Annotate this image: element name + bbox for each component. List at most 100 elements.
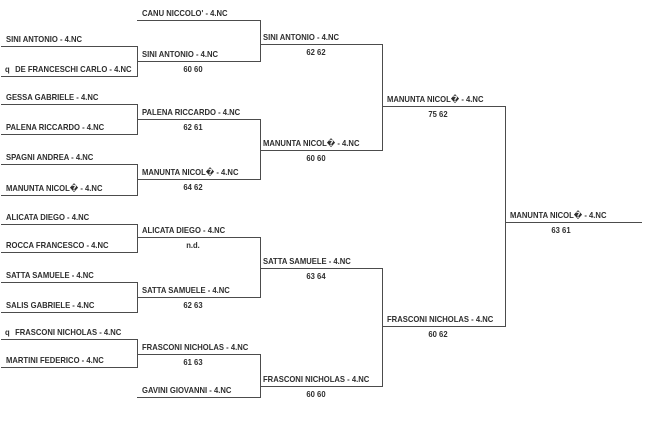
player-name: FRASCONI NICHOLAS - 4.NC: [142, 342, 249, 352]
bracket-line: [137, 237, 260, 238]
bracket-line: [1, 339, 138, 340]
bracket-line: [1, 367, 138, 368]
bracket-line: [1, 195, 138, 196]
r3-entry: MANUNTA NICOL� - 4.NC: [263, 138, 359, 149]
bracket-line: [137, 397, 260, 398]
match-score: 60 60: [183, 64, 203, 74]
player-name: PALENA RICCARDO - 4.NC: [6, 122, 105, 132]
seed-label: q: [5, 64, 10, 74]
r2-entry: CANU NICCOLO' - 4.NC: [142, 8, 228, 19]
r1-player: MARTINI FEDERICO - 4.NC: [6, 355, 104, 366]
bracket-line: [260, 268, 382, 269]
connector-line: [382, 268, 383, 387]
connector-line: [260, 119, 261, 180]
player-name: SALIS GABRIELE - 4.NC: [6, 300, 95, 310]
bracket-line: [137, 20, 260, 21]
player-name: MANUNTA NICOL� - 4.NC: [510, 210, 607, 220]
connector-line: [137, 224, 138, 253]
bracket-line: [505, 222, 642, 223]
r2-entry: SATTA SAMUELE - 4.NC: [142, 285, 230, 296]
connector-line: [260, 237, 261, 298]
player-name: FRASCONI NICHOLAS - 4.NC: [15, 327, 122, 337]
r4-entry: FRASCONI NICHOLAS - 4.NC: [387, 314, 493, 325]
player-name: ROCCA FRANCESCO - 4.NC: [6, 240, 109, 250]
bracket-line: [1, 134, 138, 135]
r2-entry: SINI ANTONIO - 4.NC: [142, 49, 218, 60]
r1-player: q FRASCONI NICHOLAS - 4.NC: [5, 327, 121, 338]
bracket-line: [137, 61, 260, 62]
match-score: 62 62: [306, 47, 326, 57]
player-name: SINI ANTONIO - 4.NC: [6, 34, 83, 44]
bracket-line: [137, 119, 260, 120]
player-name: FRASCONI NICHOLAS - 4.NC: [263, 374, 370, 384]
player-name: SPAGNI ANDREA - 4.NC: [6, 152, 94, 162]
match-score: 64 62: [183, 182, 203, 192]
player-name: MANUNTA NICOL� - 4.NC: [387, 94, 484, 104]
player-name: SATTA SAMUELE - 4.NC: [142, 285, 230, 295]
bracket-line: [1, 76, 138, 77]
bracket-line: [382, 106, 505, 107]
bracket-line: [1, 164, 138, 165]
connector-line: [260, 354, 261, 398]
r3-entry: SINI ANTONIO - 4.NC: [263, 32, 339, 43]
match-score: 61 63: [183, 357, 203, 367]
match-score: 60 60: [306, 153, 326, 163]
connector-line: [260, 20, 261, 62]
match-score: n.d.: [186, 240, 200, 250]
player-name: ALICATA DIEGO - 4.NC: [142, 225, 226, 235]
r2-entry: ALICATA DIEGO - 4.NC: [142, 225, 225, 236]
match-score: 75 62: [428, 109, 448, 119]
bracket-line: [1, 46, 138, 47]
r1-player: SALIS GABRIELE - 4.NC: [6, 300, 94, 311]
r2-entry: MANUNTA NICOL� - 4.NC: [142, 167, 238, 178]
r1-player: ALICATA DIEGO - 4.NC: [6, 212, 89, 223]
match-score: 63 61: [551, 225, 571, 235]
r2-entry: GAVINI GIOVANNI - 4.NC: [142, 385, 231, 396]
seed-label: q: [5, 327, 10, 337]
r1-player: PALENA RICCARDO - 4.NC: [6, 122, 104, 133]
bracket-line: [260, 150, 382, 151]
bracket-line: [137, 179, 260, 180]
champion-entry: MANUNTA NICOL� - 4.NC: [510, 210, 606, 221]
r1-player: ROCCA FRANCESCO - 4.NC: [6, 240, 109, 251]
r3-entry: FRASCONI NICHOLAS - 4.NC: [263, 374, 369, 385]
player-name: SATTA SAMUELE - 4.NC: [6, 270, 94, 280]
r1-player: SINI ANTONIO - 4.NC: [6, 34, 82, 45]
connector-line: [137, 164, 138, 196]
player-name: FRASCONI NICHOLAS - 4.NC: [387, 314, 494, 324]
match-score: 60 62: [428, 329, 448, 339]
r4-entry: MANUNTA NICOL� - 4.NC: [387, 94, 483, 105]
player-name: ALICATA DIEGO - 4.NC: [6, 212, 90, 222]
bracket-line: [260, 44, 382, 45]
player-name: CANU NICCOLO' - 4.NC: [142, 8, 228, 18]
r1-player: q DE FRANCESCHI CARLO - 4.NC: [5, 64, 132, 75]
r3-entry: SATTA SAMUELE - 4.NC: [263, 256, 351, 267]
r1-player: MANUNTA NICOL� - 4.NC: [6, 183, 102, 194]
r1-player: SATTA SAMUELE - 4.NC: [6, 270, 94, 281]
r1-player: GESSA GABRIELE - 4.NC: [6, 92, 98, 103]
player-name: PALENA RICCARDO - 4.NC: [142, 107, 241, 117]
bracket-line: [260, 386, 382, 387]
match-score: 63 64: [306, 271, 326, 281]
r2-entry: FRASCONI NICHOLAS - 4.NC: [142, 342, 248, 353]
player-name: SINI ANTONIO - 4.NC: [263, 32, 340, 42]
player-name: MANUNTA NICOL� - 4.NC: [263, 138, 360, 148]
bracket-line: [1, 104, 138, 105]
connector-line: [137, 339, 138, 368]
match-score: 62 61: [183, 122, 203, 132]
bracket-line: [137, 354, 260, 355]
match-score: 62 63: [183, 300, 203, 310]
connector-line: [505, 106, 506, 327]
bracket-line: [137, 297, 260, 298]
player-name: DE FRANCESCHI CARLO - 4.NC: [15, 64, 132, 74]
r2-entry: PALENA RICCARDO - 4.NC: [142, 107, 240, 118]
bracket-line: [1, 282, 138, 283]
bracket-line: [1, 224, 138, 225]
player-name: SINI ANTONIO - 4.NC: [142, 49, 219, 59]
player-name: MANUNTA NICOL� - 4.NC: [6, 183, 103, 193]
bracket-line: [1, 312, 138, 313]
bracket-line: [382, 326, 505, 327]
player-name: MARTINI FEDERICO - 4.NC: [6, 355, 104, 365]
match-score: 60 60: [306, 389, 326, 399]
